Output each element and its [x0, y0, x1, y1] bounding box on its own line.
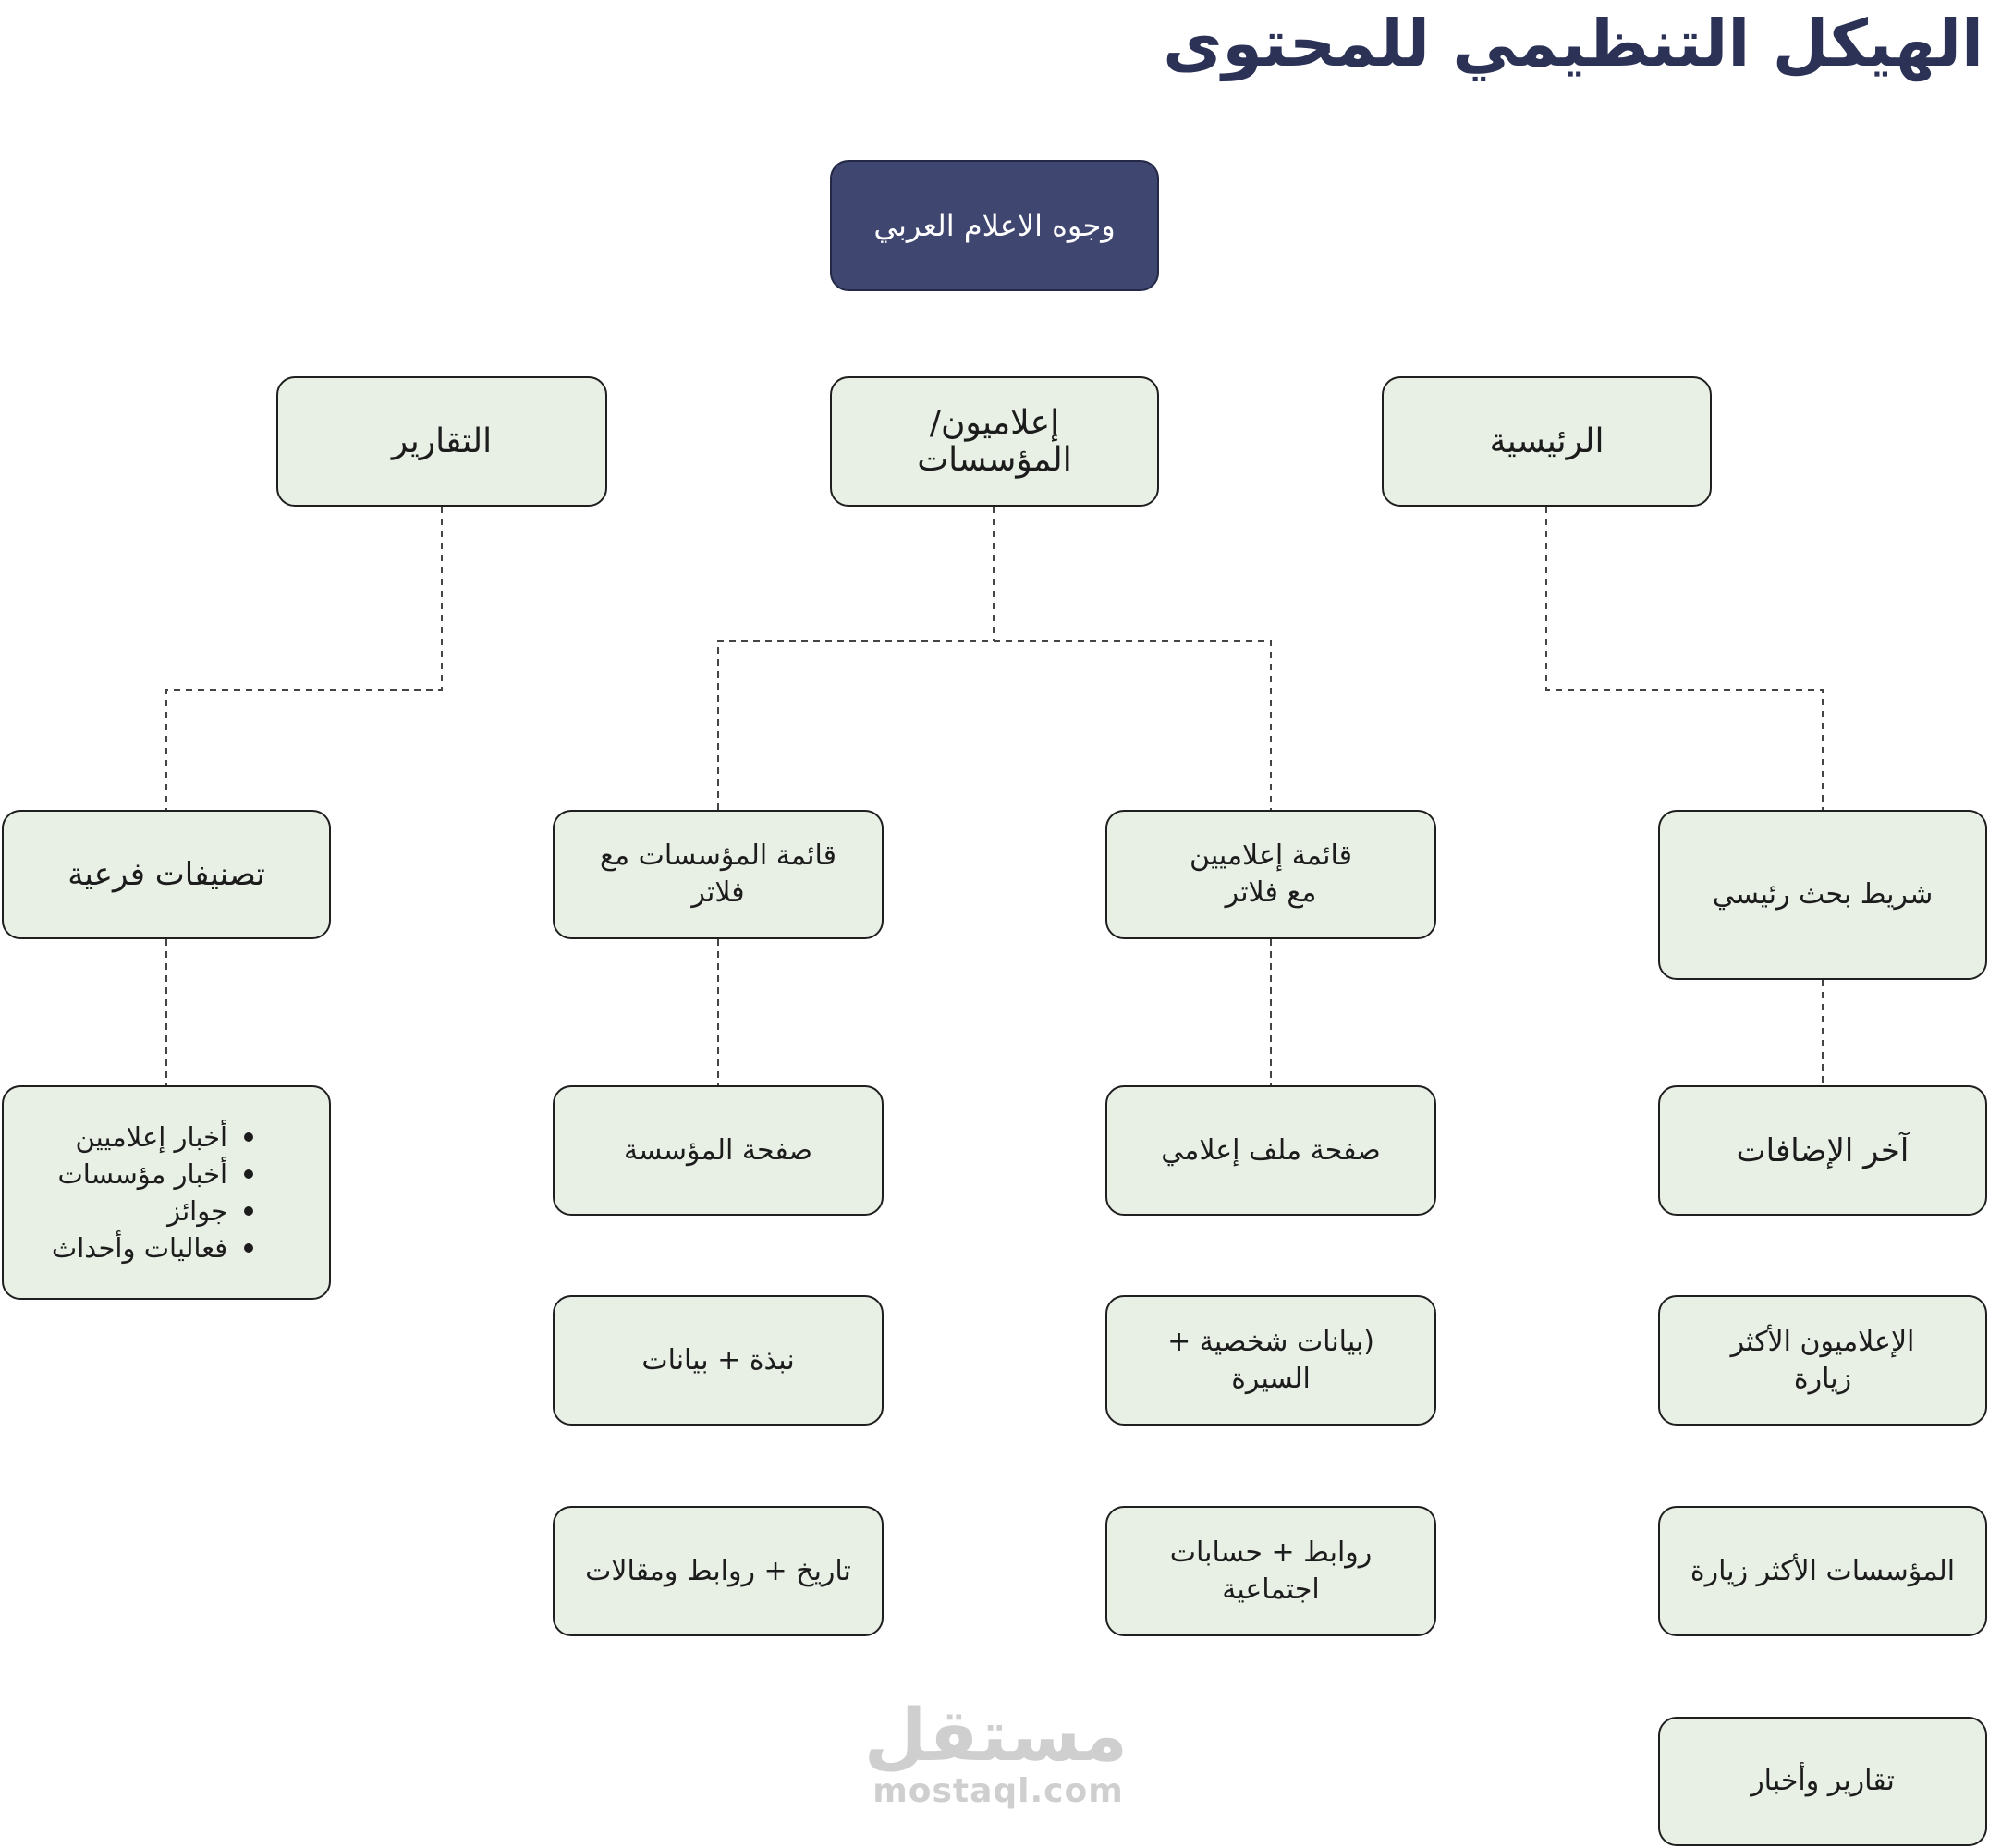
subcategory-list: أخبار إعلاميين أخبار مؤسسات جوائز فعاليا…	[52, 1119, 281, 1267]
list-item: جوائز	[52, 1193, 254, 1230]
node-journalist-personal-label: (بيانات شخصية + السيرة	[1167, 1325, 1374, 1395]
node-media-label: إعلاميون/ المؤسسات	[917, 403, 1072, 479]
node-institutions-list: قائمة المؤسسات مع فلاتر	[553, 810, 884, 939]
node-journalists-list-label: قائمة إعلاميين مع فلاتر	[1190, 839, 1352, 909]
node-institution-bio-label: نبذة + بيانات	[641, 1343, 795, 1377]
node-institution-bio: نبذة + بيانات	[553, 1295, 884, 1426]
node-institutions-list-label: قائمة المؤسسات مع فلاتر	[600, 839, 836, 909]
node-top-institutions-label: المؤسسات الأكثر زيارة	[1690, 1554, 1956, 1587]
node-institution-history-label: تاريخ + روابط ومقالات	[585, 1554, 851, 1587]
node-media: إعلاميون/ المؤسسات	[830, 376, 1159, 507]
node-subcategories: تصنيفات فرعية	[2, 810, 331, 939]
node-search-bar-label: شريط بحث رئيسي	[1712, 878, 1934, 911]
connector-reports-subcategories	[165, 507, 443, 810]
node-search-bar: شريط بحث رئيسي	[1658, 810, 1987, 980]
node-top-journalists: الإعلاميون الأكثر زيارة	[1658, 1295, 1987, 1426]
list-item: أخبار إعلاميين	[52, 1119, 254, 1156]
node-home-label: الرئيسية	[1489, 422, 1605, 460]
list-item: أخبار مؤسسات	[52, 1156, 254, 1193]
node-institution-page: صفحة المؤسسة	[553, 1085, 884, 1216]
node-institution-page-label: صفحة المؤسسة	[624, 1133, 812, 1167]
root-node: وجوه الاعلام العربي	[830, 160, 1159, 291]
node-top-institutions: المؤسسات الأكثر زيارة	[1658, 1506, 1987, 1636]
node-reports-news: تقارير وأخبار	[1658, 1717, 1987, 1846]
node-institution-history: تاريخ + روابط ومقالات	[553, 1506, 884, 1636]
connector-home-search	[1545, 507, 1824, 810]
node-reports-news-label: تقارير وأخبار	[1751, 1765, 1895, 1797]
page-title: الهيكل التنظيمي للمحتوى	[1163, 6, 1983, 81]
node-top-journalists-label: الإعلاميون الأكثر زيارة	[1730, 1325, 1915, 1395]
root-label: وجوه الاعلام العربي	[873, 208, 1116, 243]
connector-media-split	[717, 640, 1272, 810]
node-home: الرئيسية	[1382, 376, 1712, 507]
node-journalists-list: قائمة إعلاميين مع فلاتر	[1105, 810, 1436, 939]
node-journalist-page-label: صفحة ملف إعلامي	[1161, 1133, 1381, 1167]
node-journalist-page: صفحة ملف إعلامي	[1105, 1085, 1436, 1216]
node-latest-label: آخر الإضافات	[1736, 1132, 1910, 1169]
node-subcategories-label: تصنيفات فرعية	[67, 856, 265, 893]
node-subcategory-list: أخبار إعلاميين أخبار مؤسسات جوائز فعاليا…	[2, 1085, 331, 1300]
node-latest: آخر الإضافات	[1658, 1085, 1987, 1216]
node-reports: التقارير	[276, 376, 607, 507]
list-item: فعاليات وأحداث	[52, 1230, 254, 1267]
node-journalist-links: روابط + حسابات اجتماعية	[1105, 1506, 1436, 1636]
node-journalist-links-label: روابط + حسابات اجتماعية	[1169, 1536, 1373, 1606]
node-journalist-personal: (بيانات شخصية + السيرة	[1105, 1295, 1436, 1426]
node-reports-label: التقارير	[391, 422, 493, 460]
